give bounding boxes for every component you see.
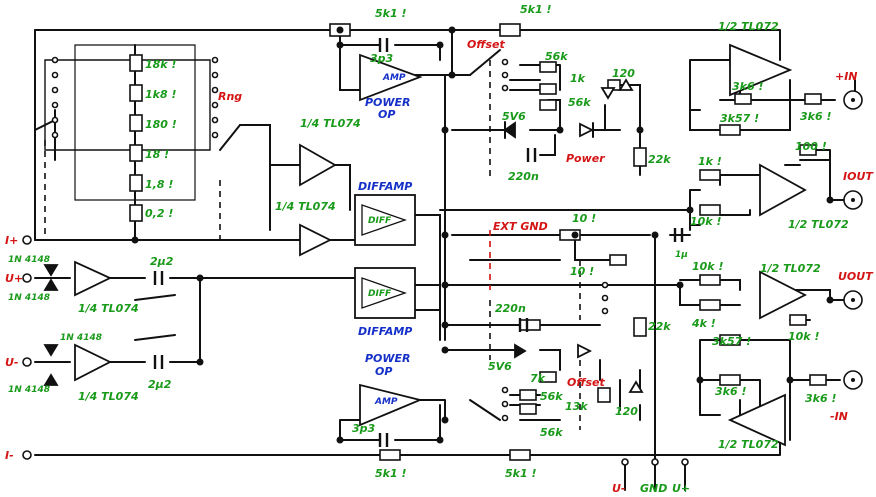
label-power-led: Power — [566, 152, 605, 165]
label-100-a: 100 ! — [795, 140, 827, 153]
label-i-out: IOUT — [843, 170, 874, 183]
label-tl072-top-amp: 1/2 TL072 — [718, 20, 779, 33]
label-tl072-u: 1/2 TL072 — [760, 262, 821, 275]
label-56k-top: 56k — [545, 50, 568, 63]
label-220n-top: 220n — [508, 170, 539, 183]
terminals — [22, 56, 863, 466]
label-56k-bot: 56k — [540, 426, 563, 439]
label-56k-top-b: 56k — [568, 96, 591, 109]
label-5v6-bot: 5V6 — [488, 360, 512, 373]
label-2u2-a: 2µ2 — [150, 255, 174, 268]
label-56k-bot-a: 56k — [540, 390, 563, 403]
label-5k1-top-b: 5k1 ! — [520, 3, 551, 16]
label-1k: 1k — [570, 72, 586, 85]
label-10-a: 10 ! — [572, 212, 596, 225]
label-3k6-b: 3k6 ! — [800, 110, 831, 123]
label-13k: 13k — [565, 400, 588, 413]
opamps — [74, 43, 807, 447]
label-amp-top: AMP — [382, 73, 406, 83]
label-3k6-d: 3k6 ! — [805, 392, 836, 405]
label-2u2-b: 2µ2 — [148, 378, 172, 391]
label-3p3-bot: 3p3 — [352, 422, 376, 435]
label-diffamp-bottom: DIFFAMP — [358, 325, 412, 338]
label-1u: 1µ — [675, 250, 688, 260]
label-range: Rng — [218, 90, 242, 103]
label-tl074-u-minus: 1/4 TL074 — [78, 390, 139, 403]
label-18k: 18k ! — [145, 58, 176, 71]
label-offset-top: Offset — [467, 38, 506, 51]
label-10-b: 10 ! — [570, 265, 594, 278]
label-3p3-top: 3p3 — [370, 52, 394, 65]
label-1n4148-a: 1N 4148 — [8, 255, 50, 265]
label-18: 18 ! — [145, 148, 169, 161]
label-220n-bot: 220n — [495, 302, 526, 315]
label-tl074-u-plus: 1/4 TL074 — [78, 302, 139, 315]
label-diffamp-top: DIFFAMP — [358, 180, 412, 193]
label-4k-u: 4k ! — [691, 317, 716, 330]
label-amp-bot: AMP — [374, 397, 398, 407]
label-3k6-c: 3k6 ! — [715, 385, 746, 398]
label-10k-u: 10k ! — [692, 260, 723, 273]
label-minus-in: -IN — [830, 410, 848, 423]
label-1n4148-d: 1N 4148 — [8, 385, 50, 395]
label-tl072-bot: 1/2 TL072 — [718, 438, 779, 451]
label-7k: 7k — [530, 372, 546, 385]
label-0-2: 0,2 ! — [145, 207, 173, 220]
label-u-out: UOUT — [838, 270, 874, 283]
label-22k-top: 22k — [648, 153, 671, 166]
label-1-8: 1,8 ! — [145, 178, 173, 191]
label-power-op-top-2: OP — [378, 108, 395, 121]
label-1k-i: 1k ! — [698, 155, 722, 168]
dashed-guides — [44, 60, 581, 430]
label-120-bot: 120 — [615, 405, 638, 418]
label-3k57-b: 3k57 ! — [712, 335, 751, 348]
label-diff-box-top: DIFF — [368, 216, 392, 226]
label-5k1-bot-a: 5k1 ! — [375, 467, 406, 480]
label-plus-in: +IN — [835, 70, 858, 83]
label-10k-i: 10k ! — [690, 215, 721, 228]
label-3k57-a: 3k57 ! — [720, 112, 759, 125]
label-10k-u2: 10k ! — [788, 330, 819, 343]
capacitors — [153, 38, 684, 447]
label-gnd: GND — [640, 482, 667, 495]
label-5v6-top: 5V6 — [502, 110, 526, 123]
label-v-plus: U+ — [672, 482, 690, 495]
label-i-plus: I+ — [5, 234, 18, 247]
label-180: 180 ! — [145, 118, 177, 131]
label-tl072-i: 1/2 TL072 — [788, 218, 849, 231]
diodes — [43, 78, 644, 393]
label-120-top: 120 — [612, 67, 635, 80]
label-5k1-top-a: 5k1 ! — [375, 7, 406, 20]
label-diff-box-bottom: DIFF — [368, 289, 392, 299]
component-labels: 5k1 ! 5k1 ! 3p3 AMP POWER OP Offset 56k … — [5, 3, 874, 495]
label-5k1-bot-b: 5k1 ! — [505, 467, 536, 480]
label-power-op-bot-2: OP — [375, 365, 392, 378]
label-3k6-a: 3k6 ! — [732, 80, 763, 93]
resistors — [129, 23, 827, 461]
label-1n4148-c: 1N 4148 — [60, 333, 102, 343]
label-1k8: 1k8 ! — [145, 88, 176, 101]
label-22k-bot: 22k — [648, 320, 671, 333]
label-offset-bot: Offset — [567, 376, 606, 389]
label-power-op-top-1: POWER — [365, 96, 411, 109]
label-power-op-bot-1: POWER — [365, 352, 411, 365]
label-tl074-i: 1/4 TL074 — [275, 200, 336, 213]
label-1n4148-b: 1N 4148 — [8, 293, 50, 303]
label-u-plus: U+ — [5, 272, 23, 285]
label-tl074-top: 1/4 TL074 — [300, 117, 361, 130]
label-u-minus: U- — [5, 356, 19, 369]
junctions — [131, 26, 834, 444]
label-i-minus: I- — [5, 449, 14, 462]
label-v-minus: U- — [612, 482, 626, 495]
label-ext-gnd: EXT GND — [493, 220, 548, 233]
